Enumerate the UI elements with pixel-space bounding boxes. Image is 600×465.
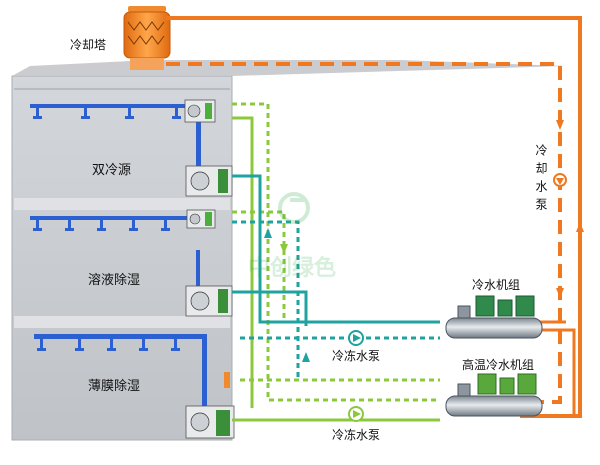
room-label-liquid-desiccant: 溶液除湿 xyxy=(88,273,141,288)
cooling-water-pump-label: 冷却水泵 xyxy=(534,144,548,216)
floor-slab xyxy=(14,198,230,210)
air-duct-mid xyxy=(30,216,200,288)
flow-arrow xyxy=(556,288,564,298)
high-temp-chiller-unit xyxy=(445,373,543,417)
room-label-membrane-dehumidification: 薄膜除湿 xyxy=(88,379,141,394)
flow-arrow xyxy=(556,120,564,130)
air-duct-bottom xyxy=(34,334,207,408)
room-label-dual-source: 双冷源 xyxy=(92,163,132,178)
watermark-text: 中创绿色 xyxy=(248,256,337,281)
flow-arrows-chilled xyxy=(264,228,310,362)
cooling-water-loop xyxy=(166,16,584,418)
chiller-unit-label: 冷水机组 xyxy=(472,278,521,292)
floor-slab xyxy=(14,316,230,328)
chilled-water-pump-label: 冷冻水泵 xyxy=(332,349,381,363)
flow-arrow xyxy=(576,222,584,232)
cooling-tower xyxy=(123,6,171,70)
ahu-unit xyxy=(185,285,233,317)
watermark-logo xyxy=(278,192,310,224)
ahu-unit xyxy=(185,165,233,197)
chilled-water-pump-label: 冷冻水泵 xyxy=(332,428,381,442)
cooling-water-pump-icon xyxy=(553,173,567,187)
chilled-water-loop xyxy=(232,102,440,422)
ahu-unit xyxy=(184,99,216,123)
high-temp-chiller-unit-label: 高温冷水机组 xyxy=(462,358,535,372)
chilled-water-pump-icon xyxy=(348,330,364,346)
ahu-unit xyxy=(186,209,216,229)
chiller-unit xyxy=(445,295,543,339)
cooling-tower-label: 冷却塔 xyxy=(70,38,107,52)
air-duct-top xyxy=(30,104,201,166)
chilled-water-pump-icon xyxy=(348,406,364,422)
ahu-unit xyxy=(185,372,235,439)
